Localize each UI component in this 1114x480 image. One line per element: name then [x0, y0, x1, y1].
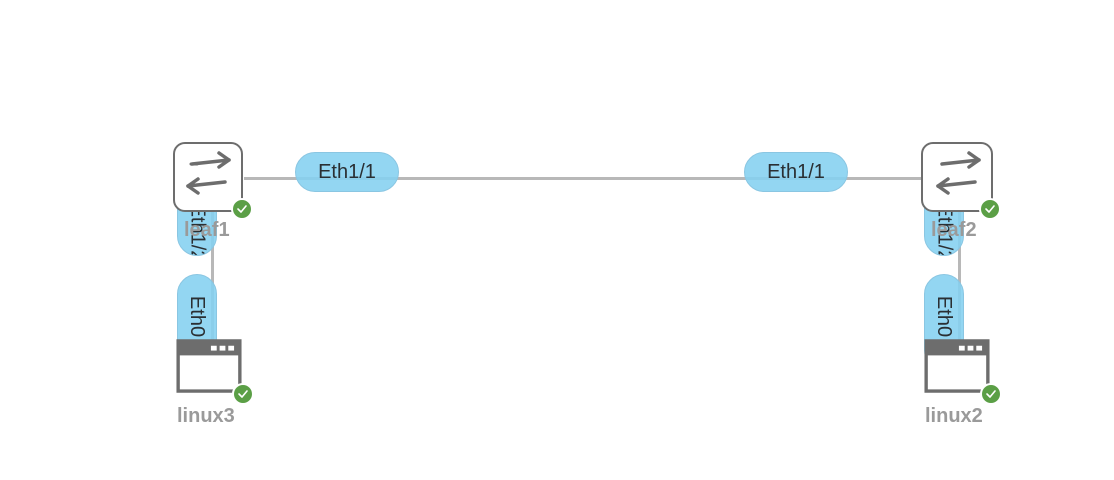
host-window-icon: [176, 339, 242, 393]
node-label-linux2: linux2: [925, 405, 983, 427]
link-leaf1-linux3[interactable]: [211, 212, 214, 346]
interface-label-leaf2-eth1-1[interactable]: Eth1/1: [744, 152, 848, 192]
node-label-leaf1: leaf1: [184, 219, 230, 241]
check-icon: [237, 205, 247, 213]
switch-box: [921, 142, 993, 212]
status-ok-indicator: [979, 198, 1001, 220]
node-linux3[interactable]: [176, 339, 256, 407]
switch-box: [173, 142, 243, 212]
status-ok-indicator: [980, 383, 1002, 405]
interface-label-text: Eth0: [933, 295, 956, 337]
link-leaf2-linux2[interactable]: [958, 212, 961, 346]
link-leaf1-leaf2[interactable]: [244, 177, 924, 180]
check-icon: [986, 390, 996, 398]
switch-arrows-icon: [186, 151, 231, 195]
node-leaf1[interactable]: [173, 142, 253, 222]
check-icon: [985, 205, 995, 213]
switch-arrows-icon: [936, 151, 981, 195]
interface-label-text: Eth1/1: [318, 160, 376, 183]
node-linux2[interactable]: [924, 339, 1004, 407]
node-label-leaf2: leaf2: [931, 219, 977, 241]
check-icon: [238, 390, 248, 398]
status-ok-indicator: [231, 198, 253, 220]
interface-label-text: Eth0: [186, 295, 209, 337]
node-leaf2[interactable]: [921, 142, 1003, 222]
status-ok-indicator: [232, 383, 254, 405]
node-label-linux3: linux3: [177, 405, 235, 427]
host-window-icon: [924, 339, 990, 393]
interface-label-text: Eth1/1: [767, 160, 825, 183]
interface-label-leaf1-eth1-1[interactable]: Eth1/1: [295, 152, 399, 192]
